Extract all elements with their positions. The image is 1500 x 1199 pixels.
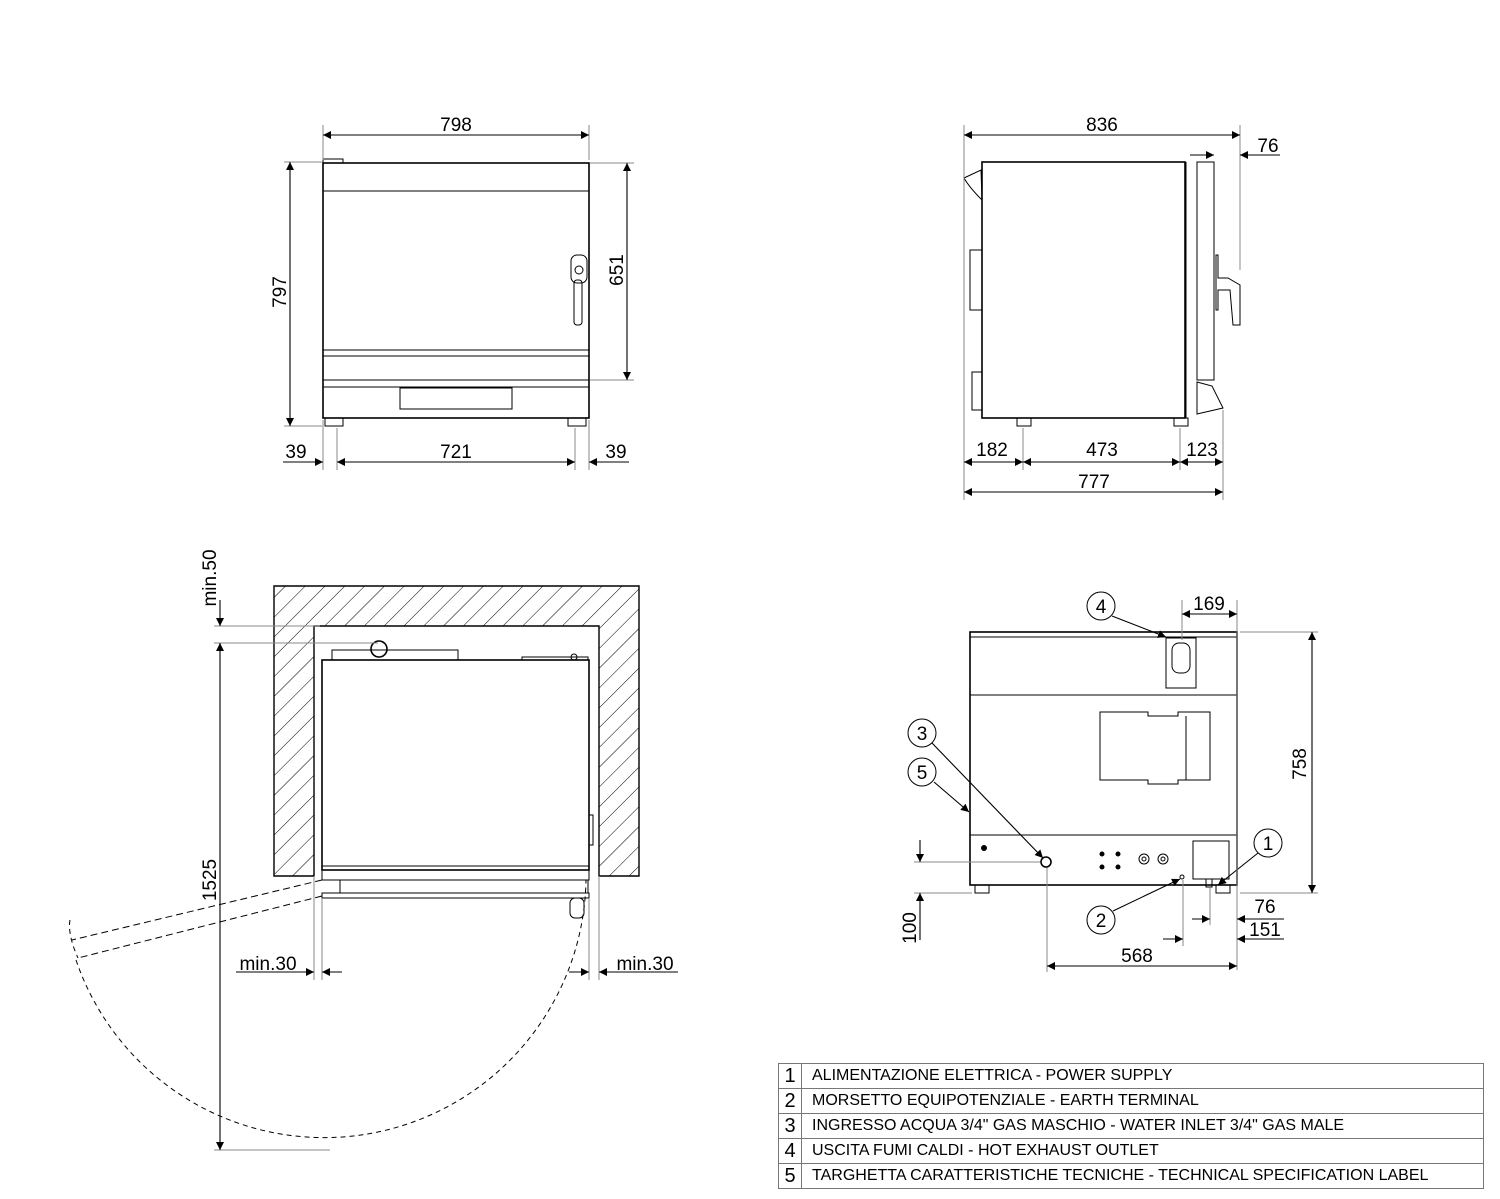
wall-hatching <box>273 585 640 877</box>
water-inlet <box>1040 856 1052 868</box>
svg-text:3: 3 <box>917 724 928 745</box>
dim-exhaust-offset: 169 <box>1193 594 1225 615</box>
svg-text:4: 4 <box>1096 597 1107 618</box>
dim-body-depth: 777 <box>1078 472 1110 493</box>
side-handle-icon <box>1215 254 1241 326</box>
exhaust-outlet <box>1165 637 1197 689</box>
svg-text:1: 1 <box>1263 834 1274 855</box>
rear-body <box>969 631 1238 886</box>
callout-4: 4 <box>1086 591 1116 621</box>
front-body <box>322 162 590 419</box>
dim-feet-span: 721 <box>440 442 472 463</box>
front-view: 798 797 651 39 721 39 <box>270 115 634 470</box>
dim-rear-to-foot: 182 <box>976 440 1008 461</box>
dim-earth-offset: 151 <box>1249 920 1281 941</box>
side-view: 836 76 182 473 123 777 <box>963 115 1280 500</box>
callout-5: 5 <box>907 757 937 787</box>
dim-inlet-offset: 568 <box>1121 946 1153 967</box>
dim-left-clearance: min.30 <box>239 954 296 975</box>
plan-body <box>321 659 590 871</box>
dim-foot-left: 39 <box>285 442 306 463</box>
callout-3: 3 <box>907 718 937 748</box>
door-handle-icon <box>570 254 588 326</box>
dim-depth: 836 <box>1086 115 1118 136</box>
dim-handle: 76 <box>1257 136 1278 157</box>
dim-door-height: 651 <box>607 254 628 286</box>
dim-height: 797 <box>270 276 291 308</box>
dim-right-clearance: min.30 <box>616 954 673 975</box>
side-door <box>1196 161 1215 381</box>
exhaust-chimney-icon <box>963 169 983 202</box>
control-display <box>399 387 513 410</box>
dim-power-offset: 76 <box>1254 897 1275 918</box>
rear-view: 4 3 5 1 2 169 758 100 76 151 568 <box>900 591 1318 972</box>
dim-foot-to-front: 123 <box>1186 440 1218 461</box>
svg-text:2: 2 <box>1096 911 1107 932</box>
dim-side-feet-span: 473 <box>1086 440 1118 461</box>
power-supply-box <box>1192 840 1230 880</box>
callout-1: 1 <box>1253 828 1283 858</box>
side-body <box>981 161 1186 419</box>
dim-foot-right: 39 <box>605 442 626 463</box>
dim-rear-height: 758 <box>1290 748 1311 780</box>
plan-view: min.50 1525 min.30 min.30 <box>69 549 678 1151</box>
callout-2: 2 <box>1086 905 1116 935</box>
dim-width: 798 <box>440 115 472 136</box>
dim-rear-clearance: min.50 <box>200 549 221 606</box>
dim-door-swing: 1525 <box>200 859 221 901</box>
dim-inlet-height: 100 <box>900 912 921 944</box>
door-swing <box>69 879 587 1139</box>
svg-text:5: 5 <box>917 763 928 784</box>
